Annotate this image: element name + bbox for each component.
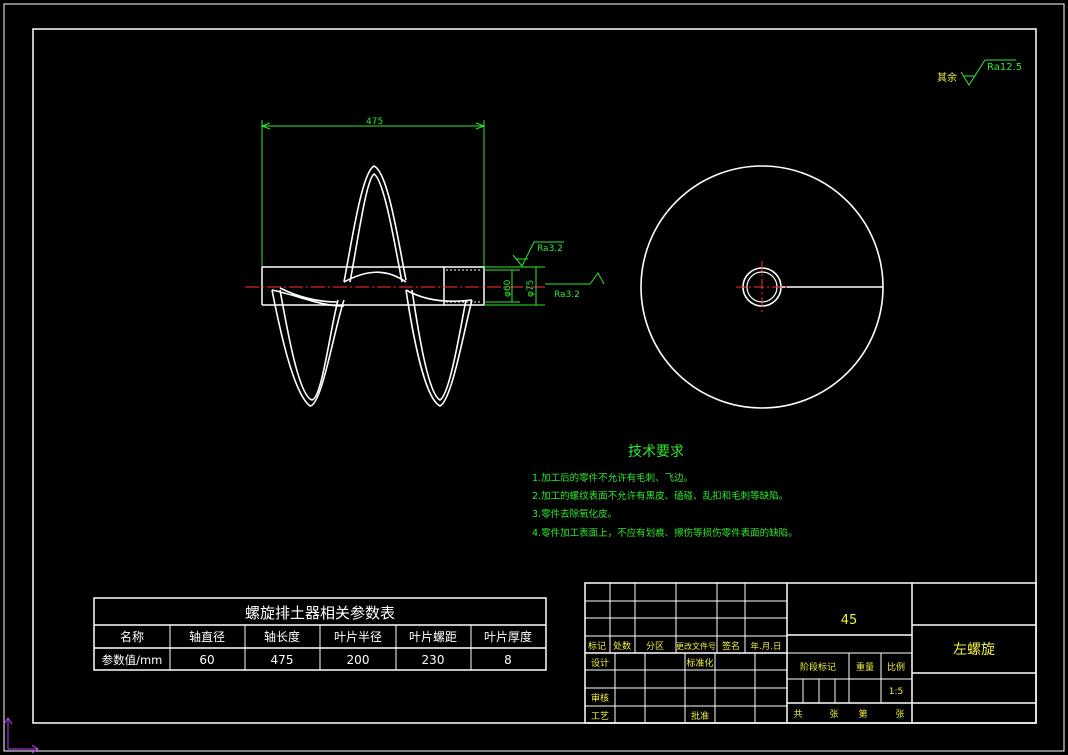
design-label: 设计	[591, 657, 609, 669]
bore-hatch	[446, 269, 482, 303]
tech-title: 技术要求	[628, 444, 684, 460]
param-table: 螺旋排土器相关参数表 名称 轴直径 轴长度 叶片半径 叶片螺距 叶片厚度 参数值…	[93, 597, 547, 671]
centerline-side	[736, 261, 788, 313]
roughness-side-text: Ra3.2	[554, 290, 580, 300]
param-table-title: 螺旋排土器相关参数表	[245, 604, 395, 622]
rev-header-signature: 签名	[722, 640, 740, 652]
shaft	[261, 266, 485, 306]
sheets-label: 张	[829, 709, 838, 720]
rev-header-mark: 标记	[588, 640, 606, 652]
param-value-blade-radius: 200	[347, 653, 370, 667]
param-header-blade-thickness: 叶片厚度	[484, 629, 532, 644]
standardization-label: 标准化	[686, 657, 713, 669]
roughness-general-value: Ra12.5	[987, 62, 1022, 73]
param-value-label: 参数值/mm	[102, 653, 163, 667]
param-header-shaft-length: 轴长度	[264, 629, 300, 644]
dim-outer-dia-text: φ75	[526, 280, 536, 297]
sheet-label: 张	[895, 709, 904, 720]
rev-header-date: 年.月.日	[751, 641, 782, 652]
side-view	[640, 165, 884, 409]
part-name-text: 左螺旋	[953, 642, 995, 658]
rev-header-change-doc: 更改文件号	[676, 641, 716, 651]
tech-item-1: 1.加工后的零件不允许有毛刺、飞边。	[532, 472, 693, 484]
tech-item-3: 3.零件去除氧化皮。	[532, 508, 617, 520]
roughness-side	[545, 272, 605, 285]
dim-diameters	[484, 266, 545, 306]
dim-length-text: 475	[366, 117, 383, 127]
approve-label: 批准	[691, 710, 709, 722]
process-label: 工艺	[591, 711, 609, 722]
number-label: 第	[858, 708, 867, 720]
ucs-icon	[3, 717, 39, 754]
dim-length	[260, 120, 486, 268]
rev-header-zone: 分区	[646, 641, 664, 652]
outer-border	[3, 3, 1065, 752]
check-label: 审核	[591, 692, 609, 704]
total-label: 共	[793, 709, 802, 720]
front-view: 475	[245, 117, 605, 407]
stage-mark-label: 阶段标记	[800, 661, 836, 673]
param-value-blade-thickness: 8	[504, 653, 512, 667]
param-value-shaft-dia: 60	[199, 653, 214, 667]
param-value-shaft-length: 475	[271, 653, 294, 667]
title-block: 45 左螺旋 标记 处数 分区 更改文件号 签名 年.月.日 设计 标准化 审核…	[584, 582, 1037, 724]
inner-border	[32, 28, 1037, 724]
tech-item-2: 2.加工的螺纹表面不允许有黑皮、磕碰、乱扣和毛刺等缺陷。	[532, 490, 788, 502]
dim-inner-dia-text: φ60	[503, 279, 513, 297]
scale-label: 比例	[887, 661, 905, 673]
tech-requirements: 技术要求 1.加工后的零件不允许有毛刺、飞边。 2.加工的螺纹表面不允许有黑皮、…	[532, 444, 798, 539]
param-header-shaft-dia: 轴直径	[189, 629, 225, 644]
tech-item-4: 4.零件加工表面上，不应有划痕、擦伤等损伤零件表面的缺陷。	[532, 527, 798, 539]
roughness-end-text: Ra3.2	[537, 244, 563, 254]
material-text: 45	[841, 613, 858, 628]
roughness-general-label: 其余	[937, 71, 957, 84]
param-header-blade-radius: 叶片半径	[334, 630, 382, 644]
scale-value: 1:5	[889, 687, 903, 697]
param-header-name: 名称	[120, 629, 144, 644]
roughness-end	[512, 241, 564, 267]
helix-flight	[271, 165, 473, 407]
param-value-blade-pitch: 230	[422, 653, 445, 667]
rev-header-count: 处数	[613, 640, 631, 652]
param-header-blade-pitch: 叶片螺距	[409, 630, 457, 644]
weight-label: 重量	[856, 661, 874, 673]
roughness-general: 其余 Ra12.5	[937, 59, 1022, 86]
